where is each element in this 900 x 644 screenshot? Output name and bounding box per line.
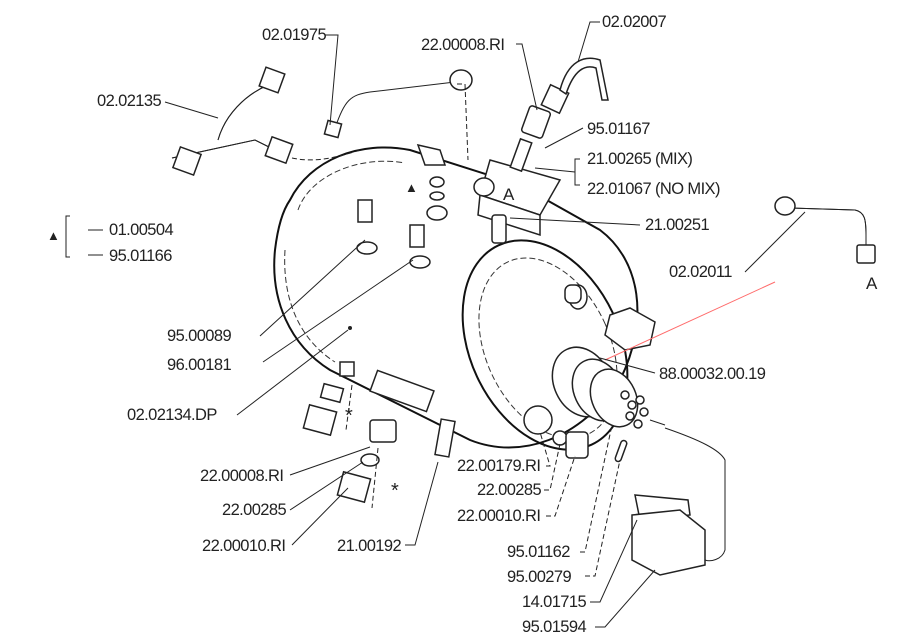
boiler-fittings [339,143,582,413]
red-guide-line [604,281,776,361]
label-22-00010-ri-left: 22.00010.RI [202,537,286,555]
mix-block [473,105,562,237]
label-02-01975: 02.01975 [262,26,327,44]
label-95-01167: 95.01167 [587,120,650,138]
label-95-00089: 95.00089 [167,327,232,345]
triangle-legend-icon: ▲ [47,228,60,243]
boiler-marker-dot [348,326,352,330]
label-22-00010-ri-right: 22.00010.RI [457,507,541,525]
thermostat [631,427,726,576]
triangle-boiler-icon: ▲ [405,180,418,195]
leader-lines [65,21,806,628]
pipe-02-02135 [171,66,361,177]
label-21-00192: 21.00192 [337,537,402,555]
label-22-00285-right: 22.00285 [477,481,542,499]
label-88-00032-00-19: 88.00032.00.19 [659,365,766,383]
label-22-00008-ri-top: 22.00008.RI [421,36,505,54]
label-22-01067-no-mix: 22.01067 (NO MIX) [587,180,720,198]
label-96-00181: 96.00181 [167,356,232,374]
label-02-02135: 02.02135 [97,92,162,110]
pipe-02-02011 [774,196,876,264]
label-02-02134-dp: 02.02134.DP [127,406,217,424]
drain-fittings [302,382,628,509]
asterisk-marker-1: * [345,405,353,427]
label-95-00279: 95.00279 [507,568,572,586]
pipe-02-02007 [540,57,609,115]
label-01-00504: 01.00504 [109,221,174,239]
connection-a-marker-right: A [866,274,878,293]
label-22-00285-left: 22.00285 [222,501,287,519]
label-02-02011: 02.02011 [669,263,732,281]
label-95-01594: 95.01594 [522,618,587,636]
label-21-00265-mix: 21.00265 (MIX) [587,150,693,168]
heating-element [551,281,776,429]
connection-a-marker-top: A [503,185,515,204]
label-95-01162: 95.01162 [507,543,570,561]
pipe-02-01975 [323,69,473,139]
asterisk-marker-2: * [391,480,399,502]
label-14-01715: 14.01715 [522,593,587,611]
label-22-00179-ri: 22.00179.RI [457,457,541,475]
label-02-02007: 02.02007 [602,13,667,31]
label-21-00251: 21.00251 [645,216,710,234]
label-95-01166: 95.01166 [109,247,172,265]
label-22-00008-ri-bottom: 22.00008.RI [200,467,284,485]
